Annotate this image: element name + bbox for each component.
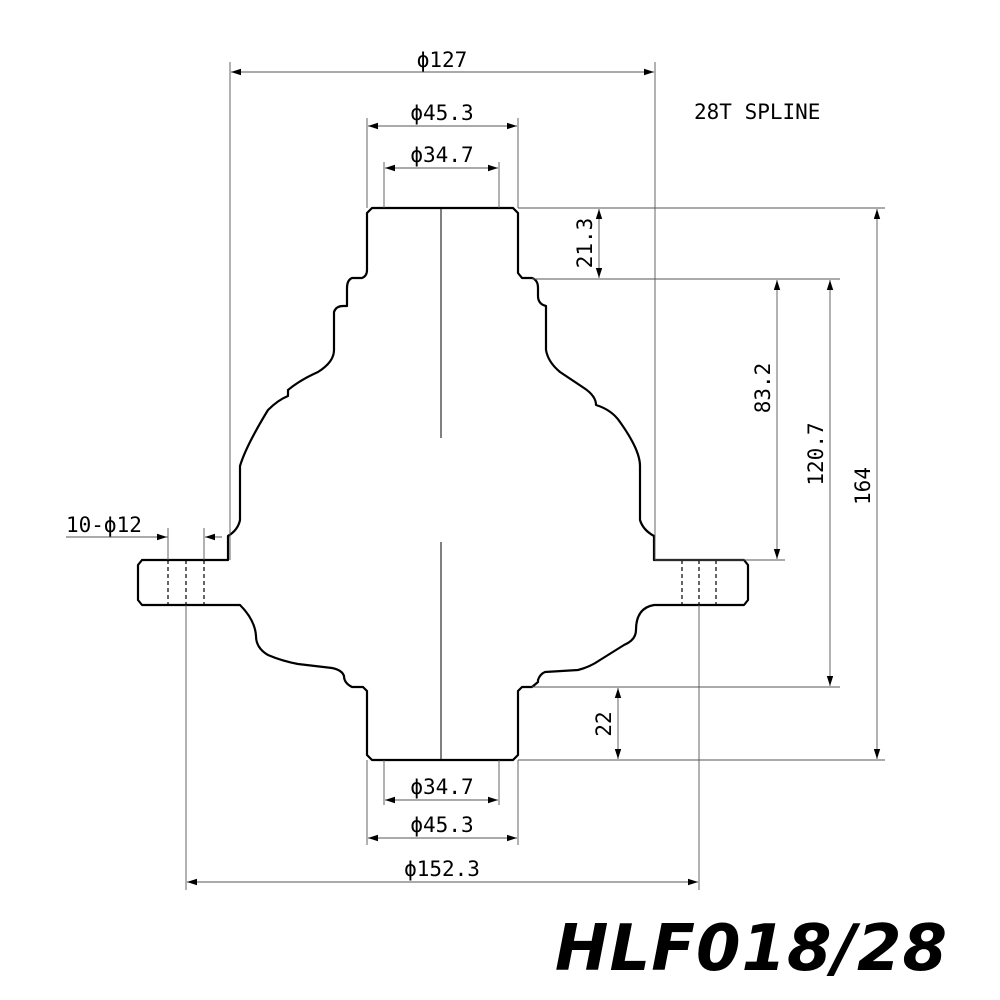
dim-top-stub-height: 21.3 — [573, 218, 597, 269]
dim-bottom-outer-diameter: ϕ45.3 — [410, 813, 473, 837]
dim-top-inner-diameter: ϕ34.7 — [410, 143, 473, 167]
dim-bottom-inner-diameter: ϕ34.7 — [410, 775, 473, 799]
dim-height-83: 83.2 — [751, 363, 775, 414]
dim-bottom-stub-height: 22 — [592, 711, 616, 736]
dim-overall-diameter: ϕ127 — [417, 48, 468, 72]
bolt-hole-right — [681, 560, 717, 605]
dim-top-outer-diameter: ϕ45.3 — [410, 101, 473, 125]
dim-overall-height: 164 — [851, 467, 875, 505]
extension-lines — [167, 62, 885, 890]
dim-height-120: 120.7 — [804, 422, 828, 485]
model-number: HLF018/28 — [554, 912, 948, 986]
dim-bolt-holes: 10-ϕ12 — [66, 513, 142, 537]
spline-note: 28T SPLINE — [694, 100, 820, 124]
dim-flange-diameter: ϕ152.3 — [404, 857, 480, 881]
bolt-hole-left — [167, 560, 205, 605]
housing-outline — [136, 206, 750, 762]
dimension-lines — [66, 68, 881, 886]
